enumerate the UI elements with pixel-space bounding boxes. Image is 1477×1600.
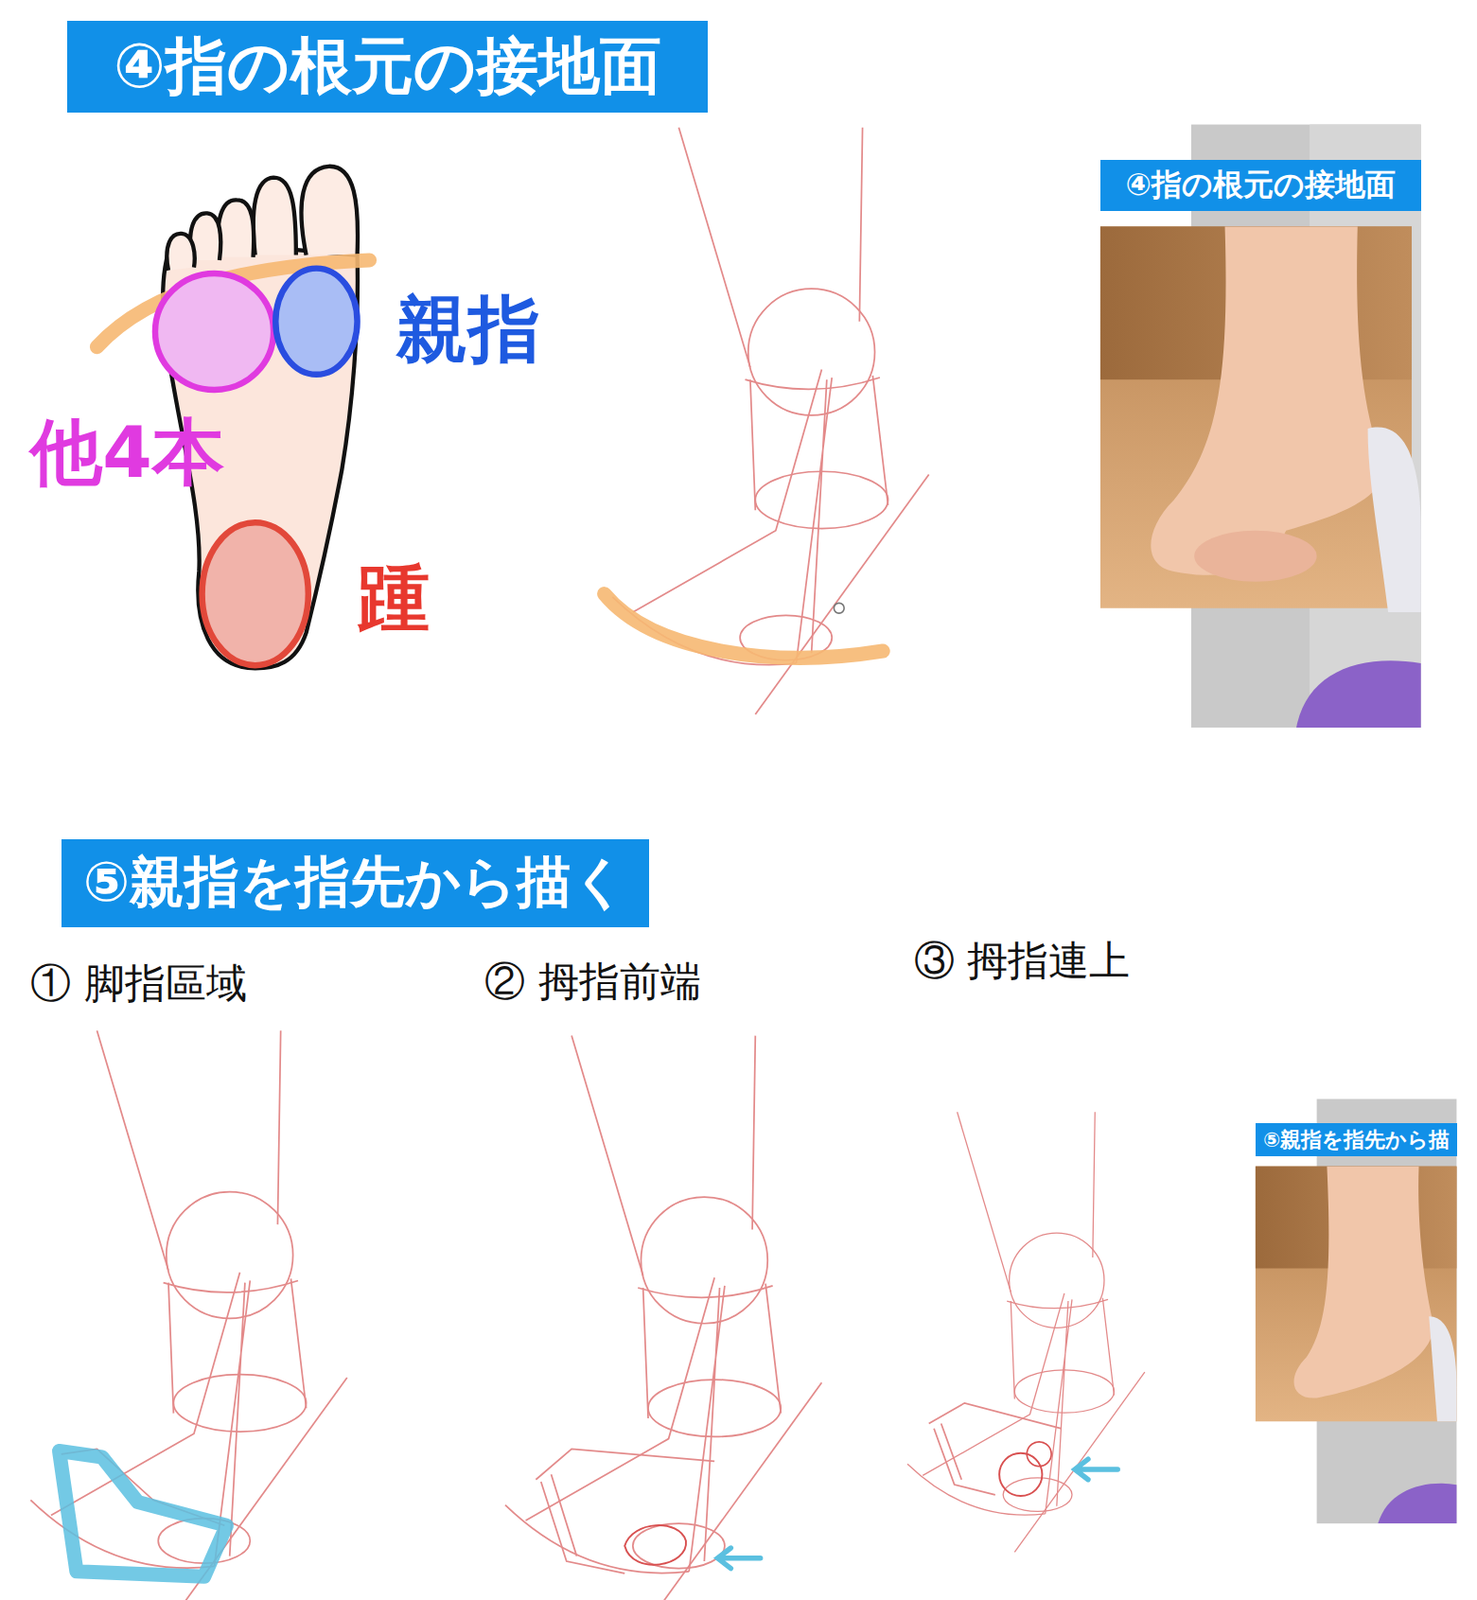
section-banner: ④指の根元の接地面 [1100, 159, 1422, 211]
banner-text: ④指の根元の接地面 [113, 25, 662, 108]
step-note: ② 拇指前端 [484, 959, 702, 1004]
section-banner: ⑤親指を指先から描 [1255, 1123, 1458, 1158]
photo-panel [1100, 124, 1422, 728]
banner-text: ④指の根元の接地面 [1125, 164, 1396, 207]
photo-panel [1255, 1098, 1458, 1524]
leg-sketch [505, 1036, 822, 1600]
leg-sketch [30, 1030, 347, 1600]
step-note: ① 脚指區域 [30, 961, 247, 1006]
banner-text: ⑤親指を指先から描く [83, 845, 628, 920]
part-label: 踵 [357, 559, 430, 638]
part-label: 他4本 [30, 413, 225, 493]
leg-sketch [907, 1111, 1145, 1552]
banner-text: ⑤親指を指先から描 [1263, 1125, 1450, 1154]
section-banner: ⑤親指を指先から描く [61, 839, 650, 928]
part-label: 親指 [396, 290, 541, 370]
section-banner: ④指の根元の接地面 [67, 20, 707, 113]
step-note: ③ 拇指連上 [914, 938, 1131, 984]
